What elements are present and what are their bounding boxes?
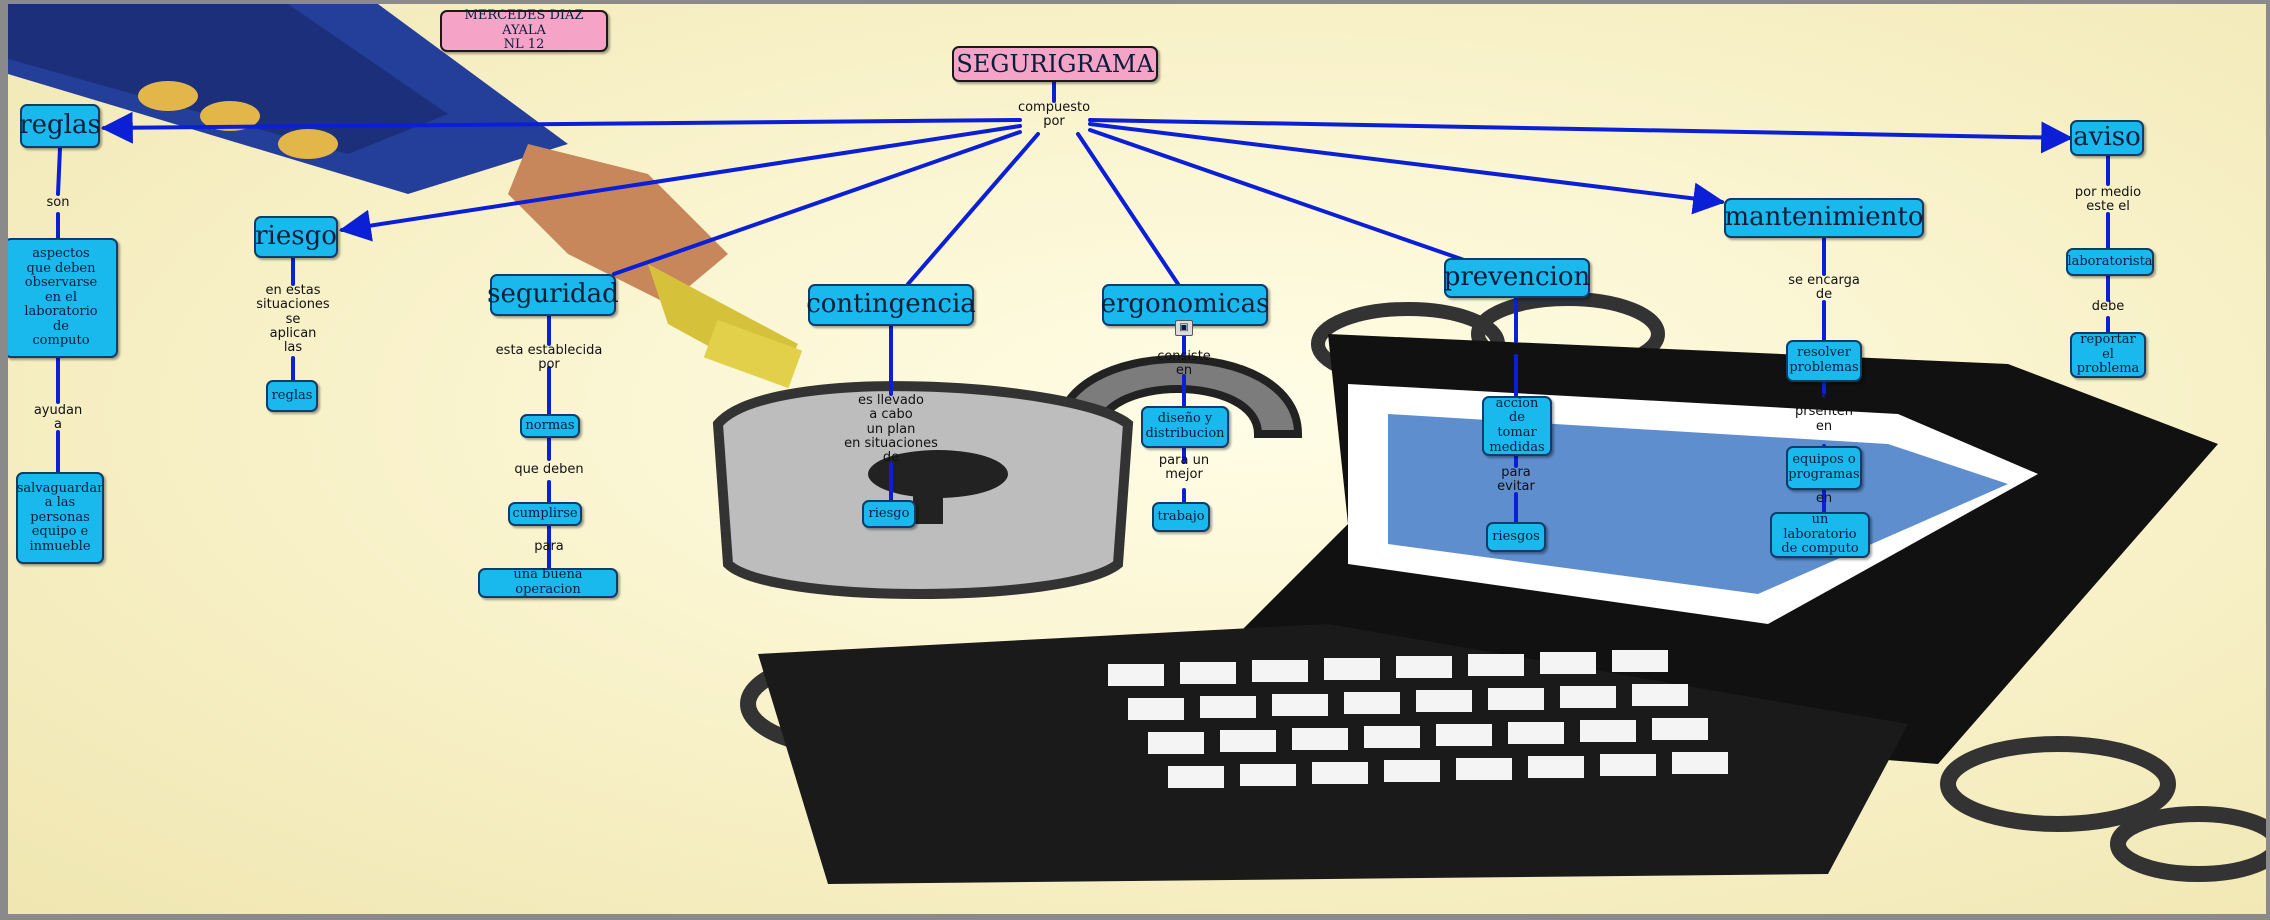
phrase-se-encarga: se encarga de [1788, 273, 1860, 303]
node-ergonomicas[interactable]: ergonomicas [1101, 284, 1269, 326]
phrase-para-evitar: para evitar [1497, 465, 1535, 495]
phrase-que-deben: que deben [514, 462, 584, 477]
keyboard-key [1128, 698, 1184, 720]
keyboard-key [1652, 718, 1708, 740]
author-list-number: NL 12 [503, 37, 545, 53]
keyboard-key [1672, 752, 1728, 774]
phrase-esta-establecida: esta establecida por [495, 343, 603, 373]
node-laboratorista[interactable]: laboratorista [2066, 248, 2154, 276]
keyboard-keys [1108, 650, 1728, 788]
keyboard-key [1180, 662, 1236, 684]
phrase-por-medio: por medio este el [2074, 185, 2142, 215]
keyboard-key [1560, 686, 1616, 708]
node-prevencion[interactable]: prevencion [1444, 258, 1590, 298]
node-normas[interactable]: normas [520, 414, 580, 438]
node-equipos[interactable]: equipos o programas [1786, 446, 1862, 490]
node-contingencia[interactable]: contingencia [806, 284, 976, 326]
title-label: SEGURIGRAMA [956, 49, 1154, 78]
node-riesgo-small[interactable]: riesgo [862, 500, 916, 528]
keyboard-key [1436, 724, 1492, 746]
title-node[interactable]: SEGURIGRAMA [952, 46, 1158, 82]
keyboard-key [1416, 690, 1472, 712]
keyboard-key [1600, 754, 1656, 776]
node-aspectos[interactable]: aspectos que deben observarse en el labo… [8, 238, 118, 358]
node-diseno[interactable]: diseño y distribucion [1141, 406, 1229, 448]
card-icon [8, 4, 568, 194]
phrase-debe: debe [2091, 299, 2125, 314]
concept-map-canvas: MERCEDES DIAZ AYALA NL 12 SEGURIGRAMA co… [8, 4, 2266, 914]
keyboard-key [1108, 664, 1164, 686]
keyboard-key [1456, 758, 1512, 780]
keyboard-key [1508, 722, 1564, 744]
background-art [8, 4, 2266, 884]
phrase-para: para [534, 539, 564, 554]
key-icon [508, 144, 803, 389]
keyboard-key [1632, 684, 1688, 706]
keyboard-key [1272, 694, 1328, 716]
keyboard-key [1468, 654, 1524, 676]
phrase-son: son [46, 195, 70, 210]
keyboard-key [1200, 696, 1256, 718]
padlock-icon [712, 355, 1303, 599]
keyboard-key [1344, 692, 1400, 714]
keyboard-key [1540, 652, 1596, 674]
keyboard-key [1488, 688, 1544, 710]
keyboard-key [1292, 728, 1348, 750]
node-reglas[interactable]: reglas [19, 104, 101, 148]
node-riesgos[interactable]: riesgos [1486, 522, 1546, 552]
node-salvaguardar[interactable]: salvaguardar a las personas equipo e inm… [16, 472, 104, 564]
connector-lines [56, 80, 2110, 570]
phrase-para-un-mejor: para un mejor [1158, 453, 1210, 483]
node-laboratorio[interactable]: un laboratorio de computo [1770, 512, 1870, 558]
node-resolver[interactable]: resolver problemas [1786, 340, 1862, 382]
node-reglas-small[interactable]: reglas [266, 380, 318, 412]
phrase-ayudan: ayudan a [33, 403, 83, 433]
keyboard-key [1580, 720, 1636, 742]
keyboard-key [1312, 762, 1368, 784]
phrase-consiste: consiste en [1157, 349, 1211, 379]
keyboard-key [1324, 658, 1380, 680]
keyboard-key [1364, 726, 1420, 748]
keyboard-key [1220, 730, 1276, 752]
phrase-que-se-presenten: que se prsenten en [1795, 390, 1853, 434]
keyboard-key [1612, 650, 1668, 672]
phrase-es-llevado: es llevado a cabo un plan en situaciones… [844, 393, 938, 466]
keyboard-key [1168, 766, 1224, 788]
node-aviso[interactable]: aviso [2070, 120, 2144, 156]
node-buena-operacion[interactable]: una buena operacion [478, 568, 618, 598]
keyboard-key [1384, 760, 1440, 782]
keyboard-key [1252, 660, 1308, 682]
author-name: MERCEDES DIAZ AYALA [464, 8, 584, 38]
keyboard-key [1240, 764, 1296, 786]
keyboard-key [1528, 756, 1584, 778]
node-accion[interactable]: accion de tomar medidas [1482, 396, 1552, 456]
author-box[interactable]: MERCEDES DIAZ AYALA NL 12 [440, 8, 608, 53]
phrase-en: en [1815, 491, 1833, 506]
node-reportar[interactable]: reportar el problema [2070, 332, 2146, 378]
image-icon[interactable]: ▣ [1175, 320, 1193, 336]
node-seguridad[interactable]: seguridad [487, 274, 619, 316]
keyboard-key [1148, 732, 1204, 754]
node-trabajo[interactable]: trabajo [1152, 502, 1210, 532]
phrase-es: es [1508, 341, 1524, 356]
phrase-compuesto: compuesto por [1017, 100, 1091, 130]
node-mantenimiento[interactable]: mantenimiento [1724, 198, 1924, 238]
phrase-en-estas: en estas situaciones se aplican las [256, 283, 330, 356]
node-riesgo[interactable]: riesgo [254, 216, 338, 258]
node-cumplirse[interactable]: cumplirse [508, 502, 582, 526]
keyboard-key [1396, 656, 1452, 678]
